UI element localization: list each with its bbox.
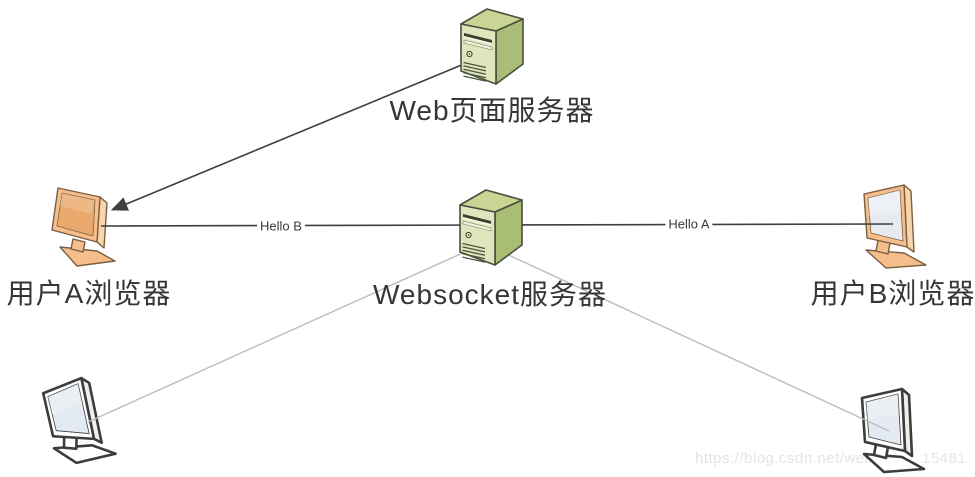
web-server-icon bbox=[460, 8, 524, 85]
edge-websocket-user-b-line bbox=[489, 223, 894, 226]
client-monitor-bottom-right-icon bbox=[862, 389, 924, 472]
websocket-server-icon bbox=[459, 189, 523, 266]
edge-web-server-to-user-a-arrow bbox=[110, 63, 465, 211]
ws-to-client-left-line bbox=[87, 250, 468, 423]
ws-to-client-right-line bbox=[499, 250, 890, 432]
user-b-monitor-icon bbox=[864, 185, 926, 268]
client-monitor-bottom-left-icon bbox=[41, 374, 117, 467]
watermark-text-prefix: https://blog.csdn.net/weixin_ bbox=[695, 450, 898, 467]
user-a-monitor-icon bbox=[52, 188, 115, 266]
edge-user-a-websocket-line bbox=[100, 224, 491, 227]
watermark-text-suffix: 15481 bbox=[922, 450, 967, 467]
